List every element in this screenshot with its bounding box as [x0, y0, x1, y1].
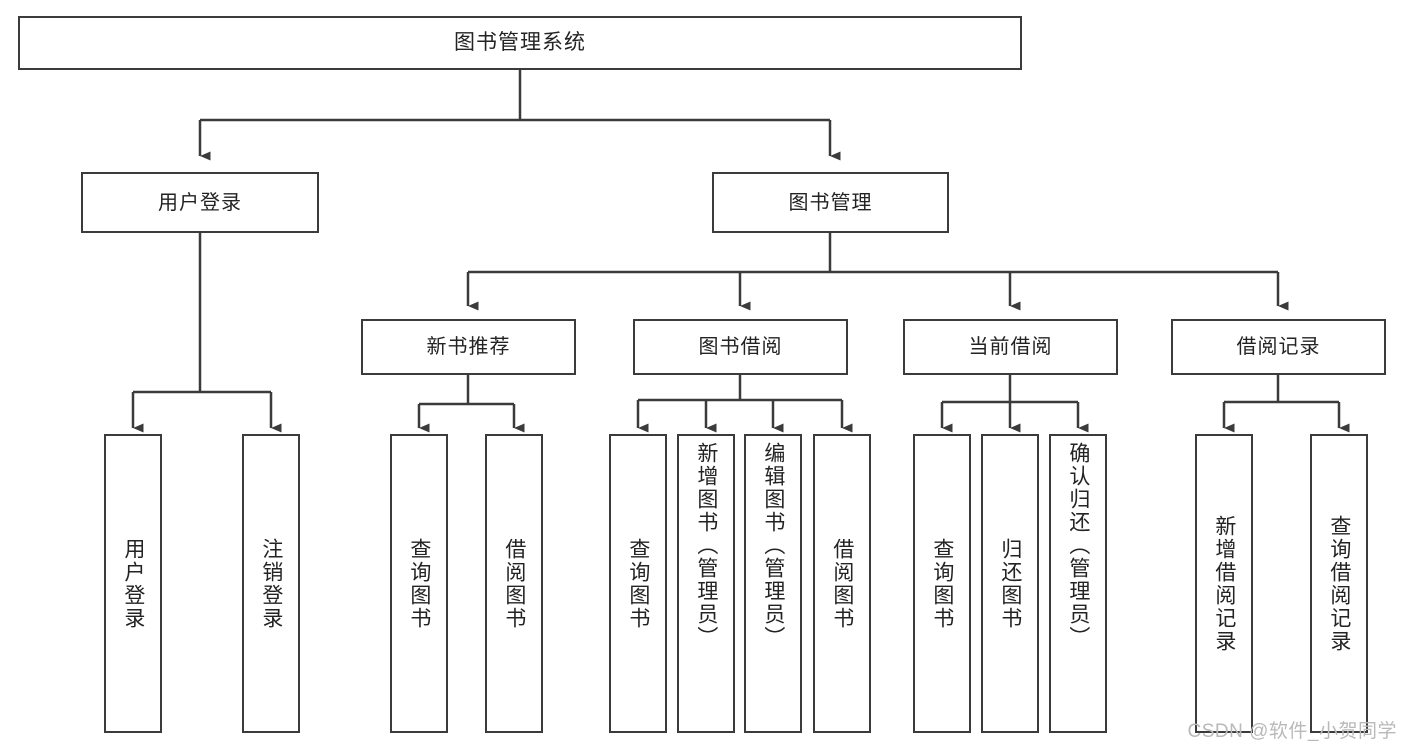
- node-root-book-management-system[interactable]: 图书管理系统: [18, 16, 1022, 70]
- leaf-label: 借阅图书: [830, 537, 854, 630]
- node-label: 图书借阅: [698, 336, 783, 358]
- node-book-management[interactable]: 图书管理: [712, 172, 949, 233]
- leaf-return-book[interactable]: 归还图书: [981, 434, 1039, 733]
- leaf-label: 用户登录: [121, 537, 145, 630]
- leaf-edit-book-admin[interactable]: 编辑图书（管理员）: [744, 434, 802, 733]
- node-book-borrow[interactable]: 图书借阅: [633, 319, 848, 375]
- leaf-label: 查询借阅记录: [1327, 514, 1351, 653]
- leaf-label: 新增借阅记录: [1212, 514, 1236, 653]
- connector-group-user-login: [131, 233, 282, 433]
- leaf-user-login[interactable]: 用户登录: [104, 434, 162, 733]
- leaf-label: 注销登录: [259, 537, 283, 630]
- connector-group-current-borrow: [940, 375, 1089, 433]
- node-label: 新书推荐: [426, 336, 511, 358]
- leaf-label: 查询图书: [930, 537, 954, 630]
- node-label: 当前借阅: [968, 336, 1053, 358]
- leaf-label: 查询图书: [407, 537, 431, 630]
- node-new-book-recommend[interactable]: 新书推荐: [361, 319, 576, 375]
- node-label: 用户登录: [158, 191, 242, 214]
- leaf-query-book-recommend[interactable]: 查询图书: [390, 434, 448, 733]
- leaf-label: 编辑图书（管理员）: [761, 442, 785, 649]
- node-user-login[interactable]: 用户登录: [81, 172, 319, 233]
- node-label: 借阅记录: [1236, 336, 1321, 358]
- leaf-label: 归还图书: [998, 537, 1022, 630]
- node-borrow-record[interactable]: 借阅记录: [1171, 319, 1386, 375]
- leaf-query-borrow-record[interactable]: 查询借阅记录: [1310, 434, 1368, 733]
- leaf-logout[interactable]: 注销登录: [242, 434, 300, 733]
- node-label: 图书管理: [788, 191, 873, 214]
- leaf-label: 新增图书（管理员）: [694, 442, 718, 649]
- connector-group-root: [198, 70, 841, 161]
- connector-group-borrow-record: [1222, 375, 1350, 433]
- leaf-query-book-current[interactable]: 查询图书: [913, 434, 971, 733]
- leaf-label: 确认归还（管理员）: [1066, 442, 1090, 649]
- leaf-confirm-return-admin[interactable]: 确认归还（管理员）: [1049, 434, 1107, 733]
- connector-group-new-book: [417, 375, 525, 433]
- connector-group-book-borrow: [636, 375, 853, 433]
- leaf-add-borrow-record[interactable]: 新增借阅记录: [1195, 434, 1253, 733]
- leaf-label: 借阅图书: [502, 537, 526, 630]
- leaf-add-book-admin[interactable]: 新增图书（管理员）: [677, 434, 735, 733]
- leaf-label: 查询图书: [626, 537, 650, 630]
- leaf-borrow-book-recommend[interactable]: 借阅图书: [485, 434, 543, 733]
- leaf-borrow-book[interactable]: 借阅图书: [813, 434, 871, 733]
- leaf-query-book-borrow[interactable]: 查询图书: [609, 434, 667, 733]
- connector-group-book-manage: [466, 233, 1289, 311]
- node-current-borrow[interactable]: 当前借阅: [903, 319, 1118, 375]
- node-label: 图书管理系统: [454, 31, 586, 55]
